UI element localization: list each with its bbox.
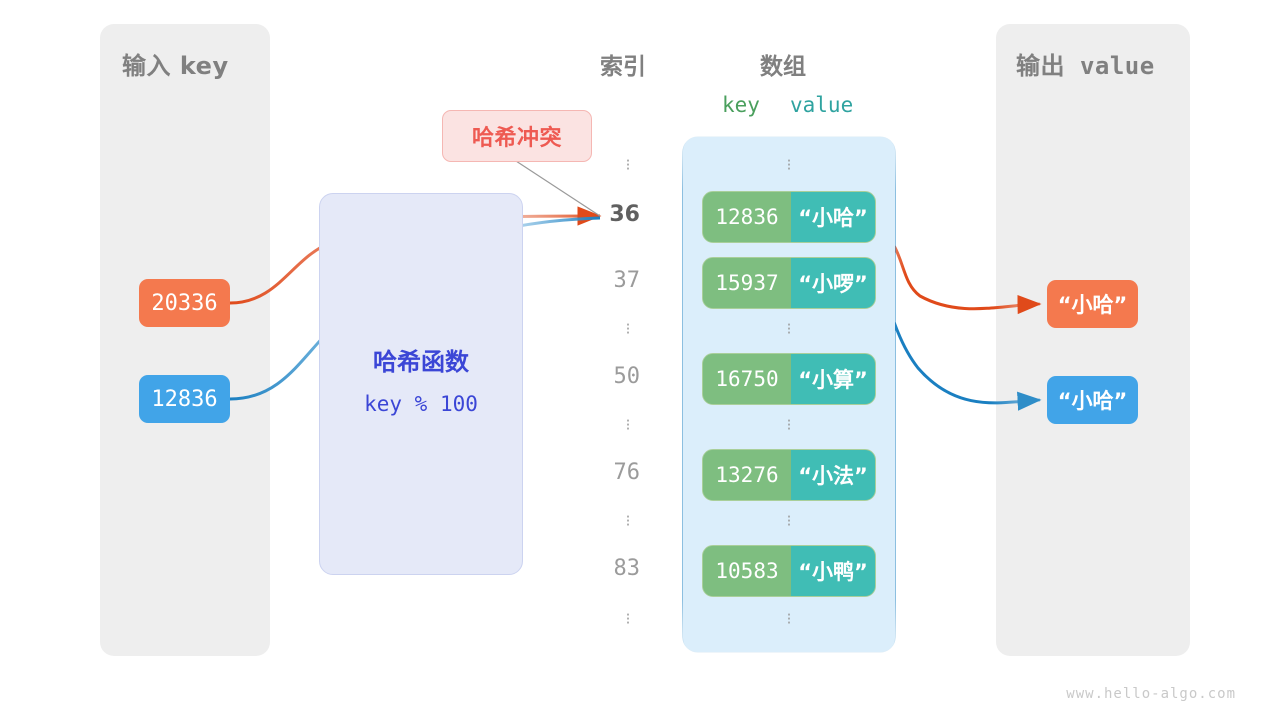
bucket-value-cell: “小哈” [791, 192, 875, 242]
output-panel-title: 输出 value [1016, 52, 1155, 80]
index-ellipsis: ··· [625, 508, 631, 534]
bucket-value-cell: “小法” [791, 450, 875, 500]
array-index-label: 36 [609, 202, 640, 227]
hash-function-expression: key % 100 [364, 392, 478, 416]
bucket-value-cell: “小鸭” [791, 546, 875, 596]
array-bucket: 10583“小鸭” [702, 545, 876, 597]
array-index-label: 83 [613, 556, 641, 581]
key-column-header: key [722, 93, 760, 117]
array-bucket: 13276“小法” [702, 449, 876, 501]
hash-collision-label: 哈希冲突 [471, 126, 562, 151]
array-ellipsis: ··· [786, 152, 792, 178]
watermark: www.hello-algo.com [1066, 686, 1236, 702]
index-ellipsis: ··· [625, 152, 631, 178]
hash-function-name: 哈希函数 [373, 348, 469, 376]
input-key-chip: 12836 [139, 375, 230, 423]
index-ellipsis: ··· [625, 412, 631, 438]
index-ellipsis: ··· [625, 316, 631, 342]
hash-collision-callout: 哈希冲突 [442, 110, 592, 162]
bucket-key-cell: 10583 [703, 546, 791, 596]
array-ellipsis: ··· [786, 412, 792, 438]
array-bucket: 16750“小算” [702, 353, 876, 405]
bucket-value-cell: “小啰” [791, 258, 875, 308]
array-ellipsis: ··· [786, 316, 792, 342]
index-ellipsis: ··· [625, 606, 631, 632]
value-column-header: value [790, 93, 854, 117]
array-column-title: 数组 [760, 54, 806, 80]
array-ellipsis: ··· [786, 606, 792, 632]
index-column-title: 索引 [600, 54, 646, 80]
bucket-value-cell: “小算” [791, 354, 875, 404]
input-panel [100, 24, 270, 656]
bucket-key-cell: 12836 [703, 192, 791, 242]
array-bucket: 12836“小哈” [702, 191, 876, 243]
array-index-label: 37 [613, 268, 641, 293]
output-value-chip: “小哈” [1047, 280, 1138, 328]
array-index-label: 50 [613, 364, 641, 389]
bucket-key-cell: 16750 [703, 354, 791, 404]
array-index-label: 76 [613, 460, 641, 485]
bucket-key-cell: 13276 [703, 450, 791, 500]
array-ellipsis: ··· [786, 508, 792, 534]
input-key-chip: 20336 [139, 279, 230, 327]
array-bucket: 15937“小啰” [702, 257, 876, 309]
input-panel-title: 输入 key [122, 52, 229, 80]
output-panel [996, 24, 1190, 656]
output-value-chip: “小哈” [1047, 376, 1138, 424]
hash-function-box: 哈希函数 key % 100 [319, 193, 523, 575]
bucket-key-cell: 15937 [703, 258, 791, 308]
